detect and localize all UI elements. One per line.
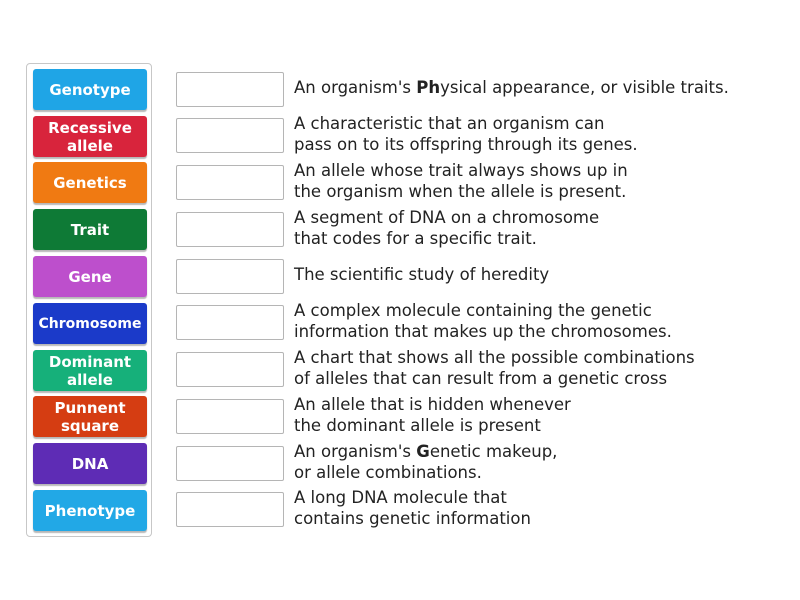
tile-punnent-square[interactable]: Punnent square: [33, 396, 147, 437]
drop-box-4[interactable]: [176, 212, 284, 247]
tile-label: Dominant allele: [48, 352, 132, 389]
tile-label: Genotype: [49, 80, 131, 99]
tile-label: Punnent square: [54, 398, 126, 435]
drop-box-8[interactable]: [176, 399, 284, 434]
drop-box-10[interactable]: [176, 492, 284, 527]
drop-box-7[interactable]: [176, 352, 284, 387]
definition-text: An allele whose trait always shows up in…: [294, 161, 628, 201]
drop-box-2[interactable]: [176, 118, 284, 153]
drop-box-9[interactable]: [176, 446, 284, 481]
tile-label: Genetics: [53, 173, 127, 192]
definition-text: A complex molecule containing the geneti…: [294, 301, 672, 341]
drop-box-1[interactable]: [176, 72, 284, 107]
tile-label: Gene: [68, 267, 112, 286]
tile-label: Recessive allele: [48, 118, 132, 155]
tile-genetics[interactable]: Genetics: [33, 162, 147, 203]
definition-2: A characteristic that an organism can pa…: [294, 113, 774, 155]
definition-text: A characteristic that an organism can pa…: [294, 114, 638, 154]
definition-text: A long DNA molecule that contains geneti…: [294, 488, 531, 528]
definition-text: An organism's: [294, 442, 417, 461]
tile-label: Chromosome: [38, 315, 142, 332]
definition-1: An organism's Physical appearance, or vi…: [294, 77, 774, 98]
definition-text: A chart that shows all the possible comb…: [294, 348, 695, 388]
definition-8: An allele that is hidden whenever the do…: [294, 394, 774, 436]
drop-box-5[interactable]: [176, 259, 284, 294]
tile-trait[interactable]: Trait: [33, 209, 147, 250]
definition-highlight: G: [416, 442, 430, 461]
tile-recessive-allele[interactable]: Recessive allele: [33, 116, 147, 157]
definition-3: An allele whose trait always shows up in…: [294, 160, 774, 202]
definition-text: enetic makeup, or allele combinations.: [294, 442, 558, 482]
definition-4: A segment of DNA on a chromosome that co…: [294, 207, 774, 249]
definition-text: An allele that is hidden whenever the do…: [294, 395, 571, 435]
tile-label: DNA: [71, 454, 109, 473]
definition-text: ysical appearance, or visible traits.: [440, 78, 729, 97]
definition-7: A chart that shows all the possible comb…: [294, 347, 774, 389]
tile-label: Trait: [70, 220, 110, 239]
definition-text: A segment of DNA on a chromosome that co…: [294, 208, 600, 248]
tile-dna[interactable]: DNA: [33, 443, 147, 484]
definition-10: A long DNA molecule that contains geneti…: [294, 487, 774, 529]
definition-5: The scientific study of heredity: [294, 264, 774, 285]
tile-panel: Genotype Recessive allele Genetics Trait…: [26, 63, 152, 537]
tile-phenotype[interactable]: Phenotype: [33, 490, 147, 531]
definition-text: The scientific study of heredity: [294, 265, 550, 284]
tile-gene[interactable]: Gene: [33, 256, 147, 297]
drop-box-3[interactable]: [176, 165, 284, 200]
tile-dominant-allele[interactable]: Dominant allele: [33, 350, 147, 391]
tile-chromosome[interactable]: Chromosome: [33, 303, 147, 344]
definition-text: An organism's: [294, 78, 417, 97]
tile-label: Phenotype: [44, 501, 136, 520]
definition-highlight: Ph: [416, 78, 441, 97]
definition-9: An organism's Genetic makeup, or allele …: [294, 441, 774, 483]
drop-box-6[interactable]: [176, 305, 284, 340]
tile-genotype[interactable]: Genotype: [33, 69, 147, 110]
definition-6: A complex molecule containing the geneti…: [294, 300, 774, 342]
